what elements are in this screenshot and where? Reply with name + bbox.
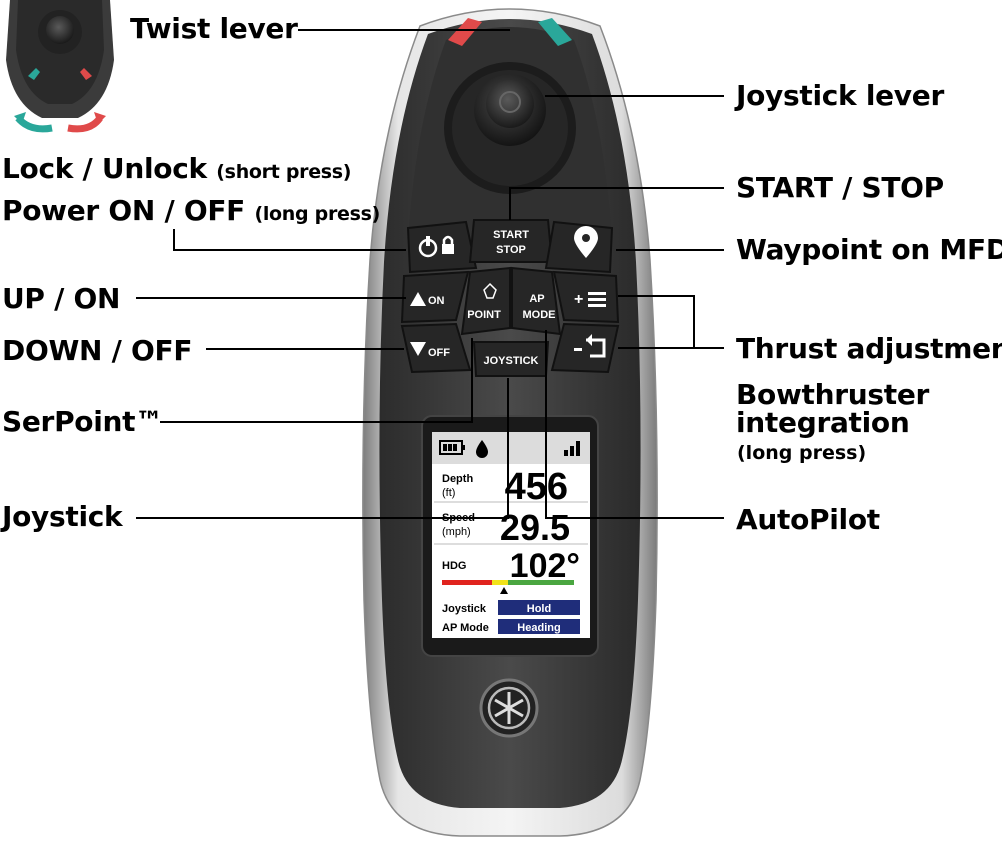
on-label: ON — [428, 295, 445, 307]
depth-label: Depth — [442, 473, 473, 485]
apmode-status-value: Heading — [517, 622, 560, 634]
joystick-status-badge — [498, 600, 580, 615]
twist-lever-inset — [2, 0, 120, 135]
power-lock-button[interactable] — [406, 220, 478, 274]
ap-label: AP — [529, 293, 544, 305]
apmode-status-badge — [498, 619, 580, 634]
start-stop-button[interactable]: START STOP — [468, 219, 554, 263]
signal-icon — [564, 450, 568, 456]
callout-power: Power ON / OFF (long press) — [2, 194, 381, 227]
hdg-label: HDG — [442, 560, 466, 572]
twist-left-accent — [448, 18, 482, 46]
yamaha-logo-icon — [479, 678, 539, 738]
callout-serpoint: SerPoint™ — [2, 405, 163, 438]
start-label: START — [493, 229, 529, 241]
callout-up-on: UP / ON — [2, 282, 121, 315]
plus-icon: + — [574, 291, 583, 308]
hdg-pointer-icon — [500, 587, 508, 594]
thrust-bars-icon — [588, 292, 606, 295]
stop-label: STOP — [496, 244, 526, 256]
down-off-button[interactable]: OFF — [400, 322, 472, 374]
joystick-button[interactable]: JOYSTICK — [472, 341, 550, 377]
off-label: OFF — [428, 347, 450, 359]
callout-joystick-lever: Joystick lever — [736, 79, 944, 112]
leader-lines — [136, 29, 724, 519]
up-on-button[interactable]: ON — [400, 270, 470, 324]
hdg-bar-yellow — [492, 580, 508, 585]
joystick-status-value: Hold — [527, 603, 551, 615]
callout-joystick: Joystick — [2, 500, 123, 533]
callout-down-off: DOWN / OFF — [2, 334, 193, 367]
callout-start-stop: START / STOP — [736, 171, 944, 204]
callout-twist-lever: Twist lever — [130, 12, 298, 45]
serpoint-button[interactable]: POINT — [460, 266, 511, 336]
speed-value: 29.5 — [500, 507, 570, 548]
joystick-status-label: Joystick — [442, 603, 487, 615]
speed-unit: (mph) — [442, 526, 471, 538]
callout-power-note: (long press) — [254, 203, 381, 225]
callout-lock-unlock: Lock / Unlock (short press) — [2, 152, 352, 185]
hdg-bar-green — [508, 580, 574, 585]
hdg-bar-red — [442, 580, 492, 585]
point-label: POINT — [467, 309, 501, 321]
boat-icon — [483, 282, 497, 299]
bowthruster-back-button[interactable] — [550, 322, 620, 374]
display-screen: Depth (ft) 456 Speed (mph) 29.5 HDG 102°… — [421, 415, 599, 657]
minus-icon — [574, 348, 582, 351]
hdg-value: 102° — [510, 547, 580, 585]
waypoint-button[interactable] — [544, 220, 614, 274]
thrust-up-button[interactable]: + — [552, 270, 620, 324]
callout-thrust: Thrust adjustment — [736, 332, 1002, 365]
drop-icon — [476, 440, 488, 458]
return-arrow-icon — [586, 338, 606, 358]
depth-unit: (ft) — [442, 487, 455, 499]
twist-right-accent — [538, 18, 572, 46]
callout-waypoint: Waypoint on MFD — [736, 233, 1002, 266]
joystick-button-label: JOYSTICK — [483, 355, 538, 367]
depth-value: 456 — [505, 466, 568, 508]
down-arrow-icon — [410, 342, 426, 356]
ap-mode-button[interactable]: AP MODE — [511, 266, 562, 336]
apmode-status-label: AP Mode — [442, 622, 489, 634]
callout-bowthruster-2: integration — [736, 406, 910, 439]
up-arrow-icon — [410, 292, 426, 306]
joystick-lever[interactable] — [444, 62, 576, 194]
callout-lock-unlock-note: (short press) — [216, 161, 352, 183]
callout-bowthruster-1: Bowthruster — [736, 378, 930, 411]
callout-bowthruster-note: (long press) — [737, 442, 867, 464]
mode-label: MODE — [523, 309, 556, 321]
callout-autopilot: AutoPilot — [736, 503, 880, 536]
lock-icon — [442, 244, 454, 254]
